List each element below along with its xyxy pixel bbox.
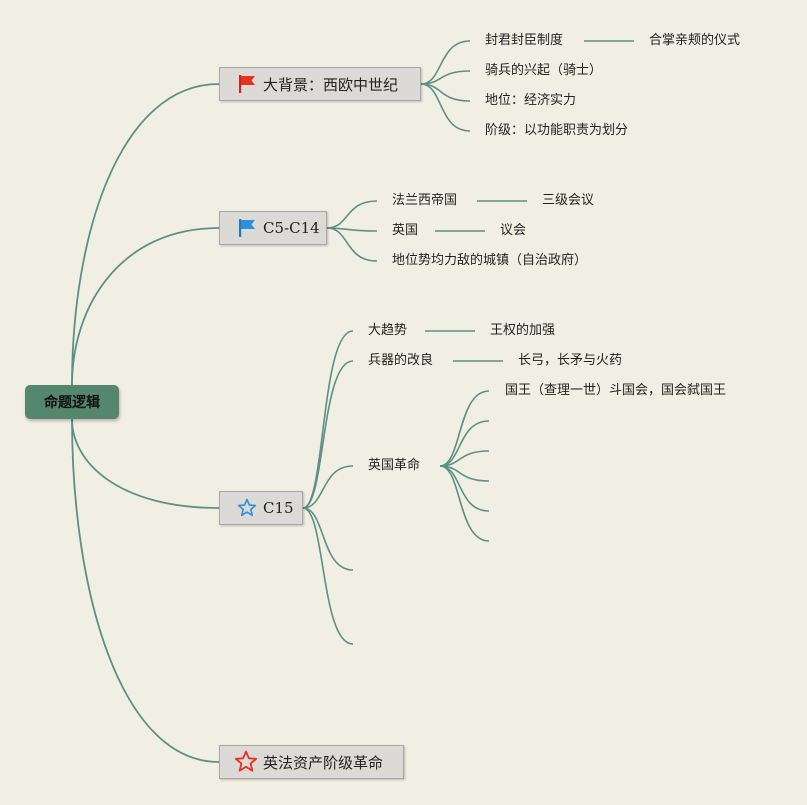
node-english-revolution[interactable]: 英国革命 [368, 458, 421, 473]
link-revolution-sub-5 [439, 465, 490, 542]
node-towns[interactable]: 地位势均力敌的城镇（自治政府） [392, 253, 588, 268]
node-status-economy[interactable]: 地位：经济实力 [485, 93, 577, 108]
blue-star-icon [237, 498, 257, 518]
link-root-background [71, 83, 220, 386]
topic-background[interactable]: 大背景：西欧中世纪 [219, 67, 421, 101]
link-c5c14-child-0 [326, 200, 378, 229]
node-ritual[interactable]: 合掌亲颊的仪式 [649, 33, 741, 48]
node-trend[interactable]: 大趋势 [368, 323, 408, 338]
blue-flag-icon [237, 218, 257, 238]
link-revolution-sub-0 [439, 390, 490, 467]
topic-c15[interactable]: C15 [219, 491, 303, 525]
red-star-icon [234, 750, 258, 772]
link-c15-child-2 [302, 465, 354, 509]
topic-c15-label: C15 [263, 499, 294, 517]
node-estates-general[interactable]: 三级会议 [542, 193, 595, 208]
node-charles-i[interactable]: 国王（查理一世）斗国会，国会弑国王 [505, 383, 727, 398]
node-parliament[interactable]: 议会 [500, 223, 527, 238]
link-c15-child-3 [302, 507, 354, 571]
link-revolution-sub-1 [439, 420, 490, 467]
topic-c5-c14[interactable]: C5-C14 [219, 211, 327, 245]
link-c15-child-4 [302, 507, 354, 645]
node-feudal-system[interactable]: 封君封臣制度 [485, 33, 564, 48]
link-root-c5c14 [71, 227, 220, 386]
topic-c5-c14-label: C5-C14 [263, 219, 320, 237]
link-background-child-0 [420, 40, 471, 85]
node-weapons[interactable]: 兵器的改良 [368, 353, 434, 368]
link-revolution-sub-4 [439, 465, 490, 512]
node-class-function[interactable]: 阶级：以功能职责为划分 [485, 123, 629, 138]
node-knights[interactable]: 骑兵的兴起（骑士） [485, 63, 603, 78]
node-france[interactable]: 法兰西帝国 [392, 193, 458, 208]
topic-bourgeois-revolution[interactable]: 英法资产阶级革命 [219, 745, 404, 779]
red-flag-icon [237, 74, 257, 94]
topic-background-label: 大背景：西欧中世纪 [263, 75, 399, 94]
root-topic-label: 命题逻辑 [44, 395, 100, 411]
link-c15-child-1 [302, 360, 354, 509]
link-background-child-3 [420, 83, 471, 132]
link-root-c15 [71, 418, 220, 509]
node-royal-power[interactable]: 王权的加强 [490, 323, 556, 338]
node-england[interactable]: 英国 [392, 223, 419, 238]
node-longbow[interactable]: 长弓，长矛与火药 [518, 353, 623, 368]
root-topic[interactable]: 命题逻辑 [25, 385, 119, 419]
topic-bourgeois-revolution-label: 英法资产阶级革命 [263, 753, 384, 772]
link-root-bourgeois [71, 418, 220, 763]
link-c5c14-child-2 [326, 227, 378, 262]
